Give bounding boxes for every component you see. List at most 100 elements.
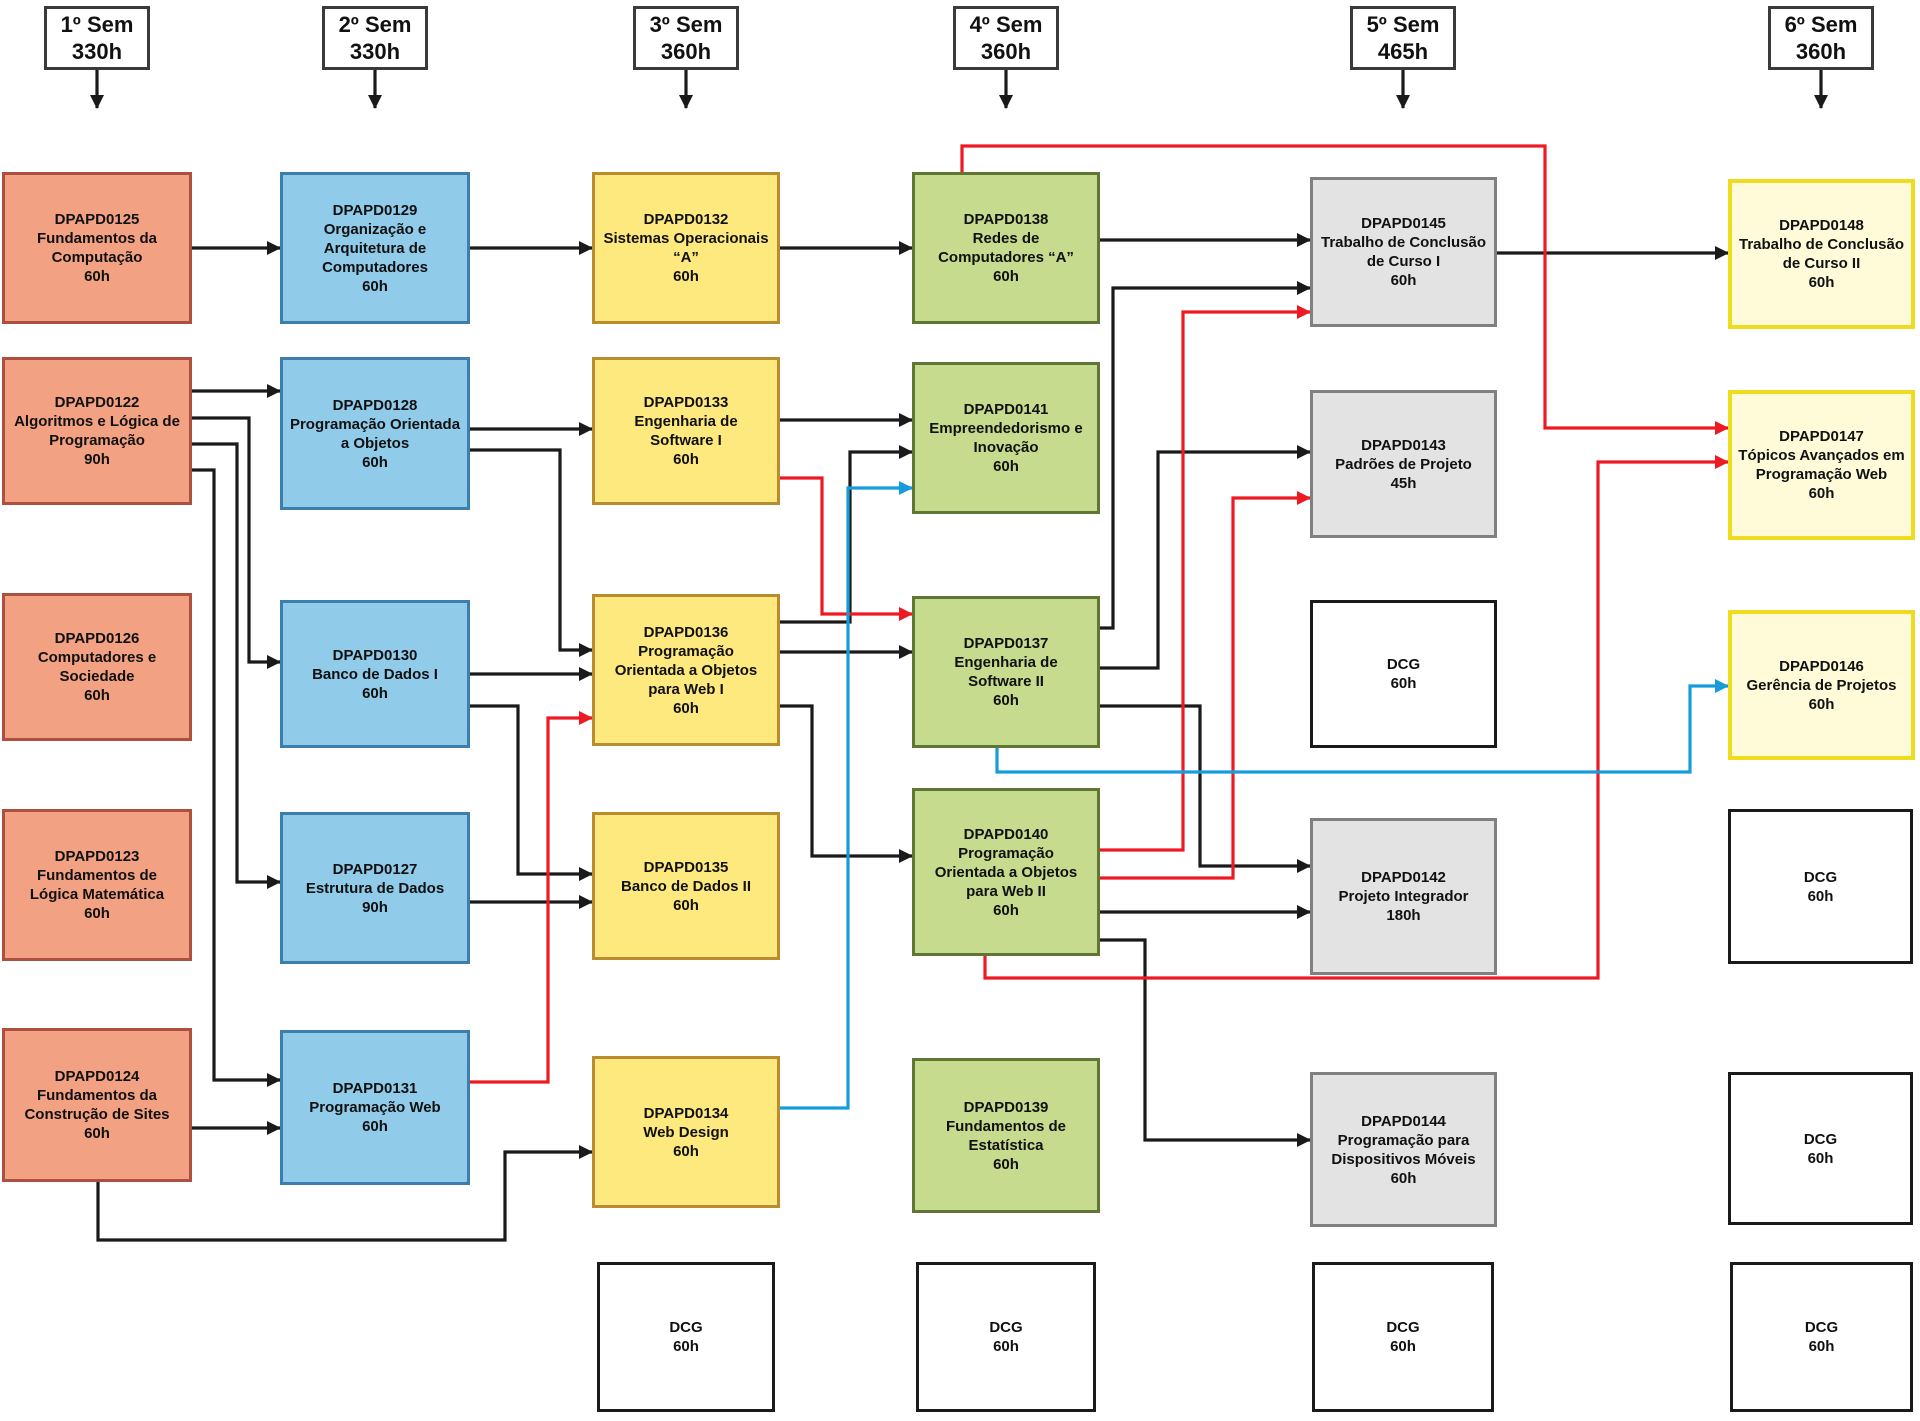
course-name: Banco de Dados II — [620, 877, 752, 895]
course-hours: 60h — [1808, 1338, 1835, 1355]
semester-hours: 330h — [71, 39, 123, 64]
edge-DPAPD0134-to-DPAPD0141 — [780, 481, 913, 1110]
dcg-box-dcg4: DCG 60h — [916, 1262, 1096, 1412]
semester-label: 1º Sem — [60, 12, 134, 37]
semester-hours: 465h — [1377, 39, 1429, 64]
course-hours: 60h — [1390, 675, 1417, 692]
edge-DPAPD0122-to-DPAPD0131 — [192, 468, 281, 1087]
edge-DPAPD0122-to-DPAPD0127 — [192, 442, 281, 889]
course-hours: 60h — [1807, 1149, 1834, 1167]
semester-hours: 360h — [980, 39, 1032, 64]
course-code: DPAPD0137 — [963, 635, 1049, 652]
course-hours: 60h — [673, 699, 699, 717]
edge-DPAPD0137-to-DPAPD0143 — [1100, 445, 1311, 670]
course-name: Fundamentos da Construção de Sites — [24, 1087, 170, 1123]
course-hours: 60h — [993, 268, 1019, 285]
course-hours: 60h — [84, 1125, 110, 1142]
course-code: DPAPD0133 — [643, 394, 729, 411]
course-code: DPAPD0139 — [963, 1098, 1049, 1116]
course-hours: 60h — [673, 268, 699, 285]
course-hours: 60h — [362, 684, 388, 702]
course-name: Engenharia de Software II — [954, 654, 1058, 690]
course-code: DPAPD0141 — [963, 401, 1049, 418]
course-code: DPAPD0134 — [643, 1104, 729, 1122]
dcg-box-dcg3: DCG 60h — [597, 1262, 775, 1412]
course-code: DPAPD0143 — [1361, 436, 1446, 454]
edge-DPAPD0128-to-DPAPD0136 — [470, 448, 593, 657]
course-code: DPAPD0127 — [332, 860, 418, 878]
course-name: Empreendedorismo e Inovação — [929, 420, 1083, 456]
course-code: DPAPD0142 — [1361, 869, 1446, 886]
course-hours: 60h — [673, 1338, 699, 1355]
course-name: DCG — [669, 1319, 703, 1336]
course-code: DPAPD0128 — [332, 396, 418, 414]
course-name: Fundamentos de Estatística — [945, 1117, 1066, 1154]
course-hours: 60h — [84, 687, 110, 704]
semester-hours: 360h — [1795, 39, 1847, 64]
course-hours: 90h — [84, 451, 110, 468]
course-name: Organização e Arquitetura de Computadore… — [322, 220, 428, 276]
course-name: Web Design — [643, 1123, 729, 1141]
course-name: DCG — [989, 1319, 1023, 1336]
course-code: DPAPD0145 — [1361, 215, 1446, 232]
course-name: Gerência de Projetos — [1746, 676, 1897, 694]
semester-hours: 330h — [349, 39, 401, 64]
course-name: Redes de Computadores “A” — [938, 230, 1074, 266]
edge-DPAPD0131-to-DPAPD0136 — [470, 711, 593, 1084]
edge-DPAPD0122-to-DPAPD0130 — [192, 416, 281, 669]
course-name: DCG — [1803, 868, 1838, 886]
course-code: DPAPD0123 — [54, 848, 140, 865]
course-code: DPAPD0126 — [54, 630, 140, 647]
course-code: DPAPD0125 — [54, 211, 140, 228]
course-hours: 60h — [84, 905, 110, 922]
course-hours: 60h — [993, 901, 1019, 919]
dcg-box-dcg6c: DCG 60h — [1730, 1262, 1913, 1412]
course-code: DPAPD0129 — [332, 201, 418, 219]
course-name: Programação Orientada a Objetos — [289, 415, 461, 452]
course-name: Programação Web — [309, 1099, 441, 1116]
edge-DPAPD0137-to-DPAPD0142 — [1100, 704, 1311, 873]
course-name: Estrutura de Dados — [305, 879, 445, 897]
course-code: DPAPD0136 — [643, 623, 729, 641]
course-name: Programação para Dispositivos Móveis — [1331, 1131, 1476, 1168]
course-name: Padrões de Projeto — [1335, 455, 1472, 473]
course-name: Sistemas Operacionais “A” — [603, 230, 769, 266]
course-name: DCG — [1804, 1319, 1839, 1336]
course-code: DPAPD0135 — [643, 858, 729, 876]
course-hours: 60h — [993, 458, 1019, 475]
course-code: DPAPD0148 — [1779, 217, 1864, 234]
course-hours: 45h — [1390, 474, 1417, 492]
course-name: Projeto Integrador — [1338, 888, 1469, 905]
course-hours: 60h — [1808, 274, 1835, 291]
course-code: DPAPD0144 — [1361, 1112, 1446, 1130]
course-hours: 180h — [1386, 907, 1421, 924]
course-name: Computadores e Sociedade — [37, 649, 157, 685]
edge-DPAPD0133-to-DPAPD0137 — [780, 476, 913, 621]
semester-label: 4º Sem — [969, 12, 1043, 37]
course-hours: 60h — [993, 1338, 1019, 1355]
semester-label: 6º Sem — [1784, 12, 1858, 37]
